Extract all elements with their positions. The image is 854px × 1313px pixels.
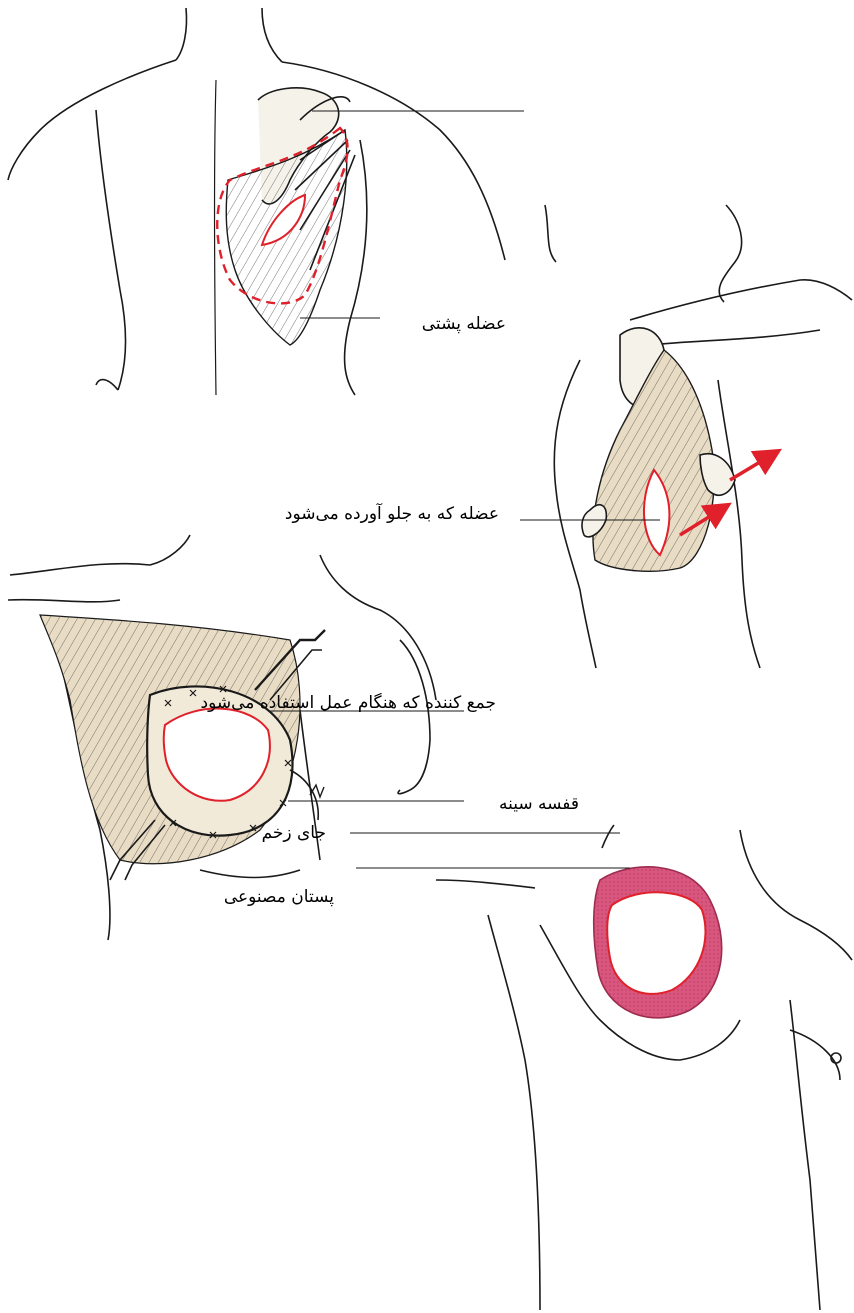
label-prosthetic-breast: پستان مصنوعی (224, 887, 334, 907)
label-surgical-collector-text: جمع کننده که هنگام عمل استفاده می‌شود (0, 693, 496, 713)
label-advanced-muscle: عضله که به جلو آورده می‌شود (285, 504, 499, 524)
panel-side-view (545, 205, 852, 668)
label-rib-cage: قفسه سینه (499, 794, 579, 814)
rib-tip (310, 785, 324, 797)
label-wound-site: جای زخم (262, 823, 326, 843)
label-surgical-collector: جمع کننده که هنگام عمل استفاده می‌شود (0, 693, 496, 713)
arrow-advance-2 (730, 456, 770, 480)
label-latissimus: عضله پشتی (422, 314, 506, 334)
panel-back-view (8, 8, 505, 395)
